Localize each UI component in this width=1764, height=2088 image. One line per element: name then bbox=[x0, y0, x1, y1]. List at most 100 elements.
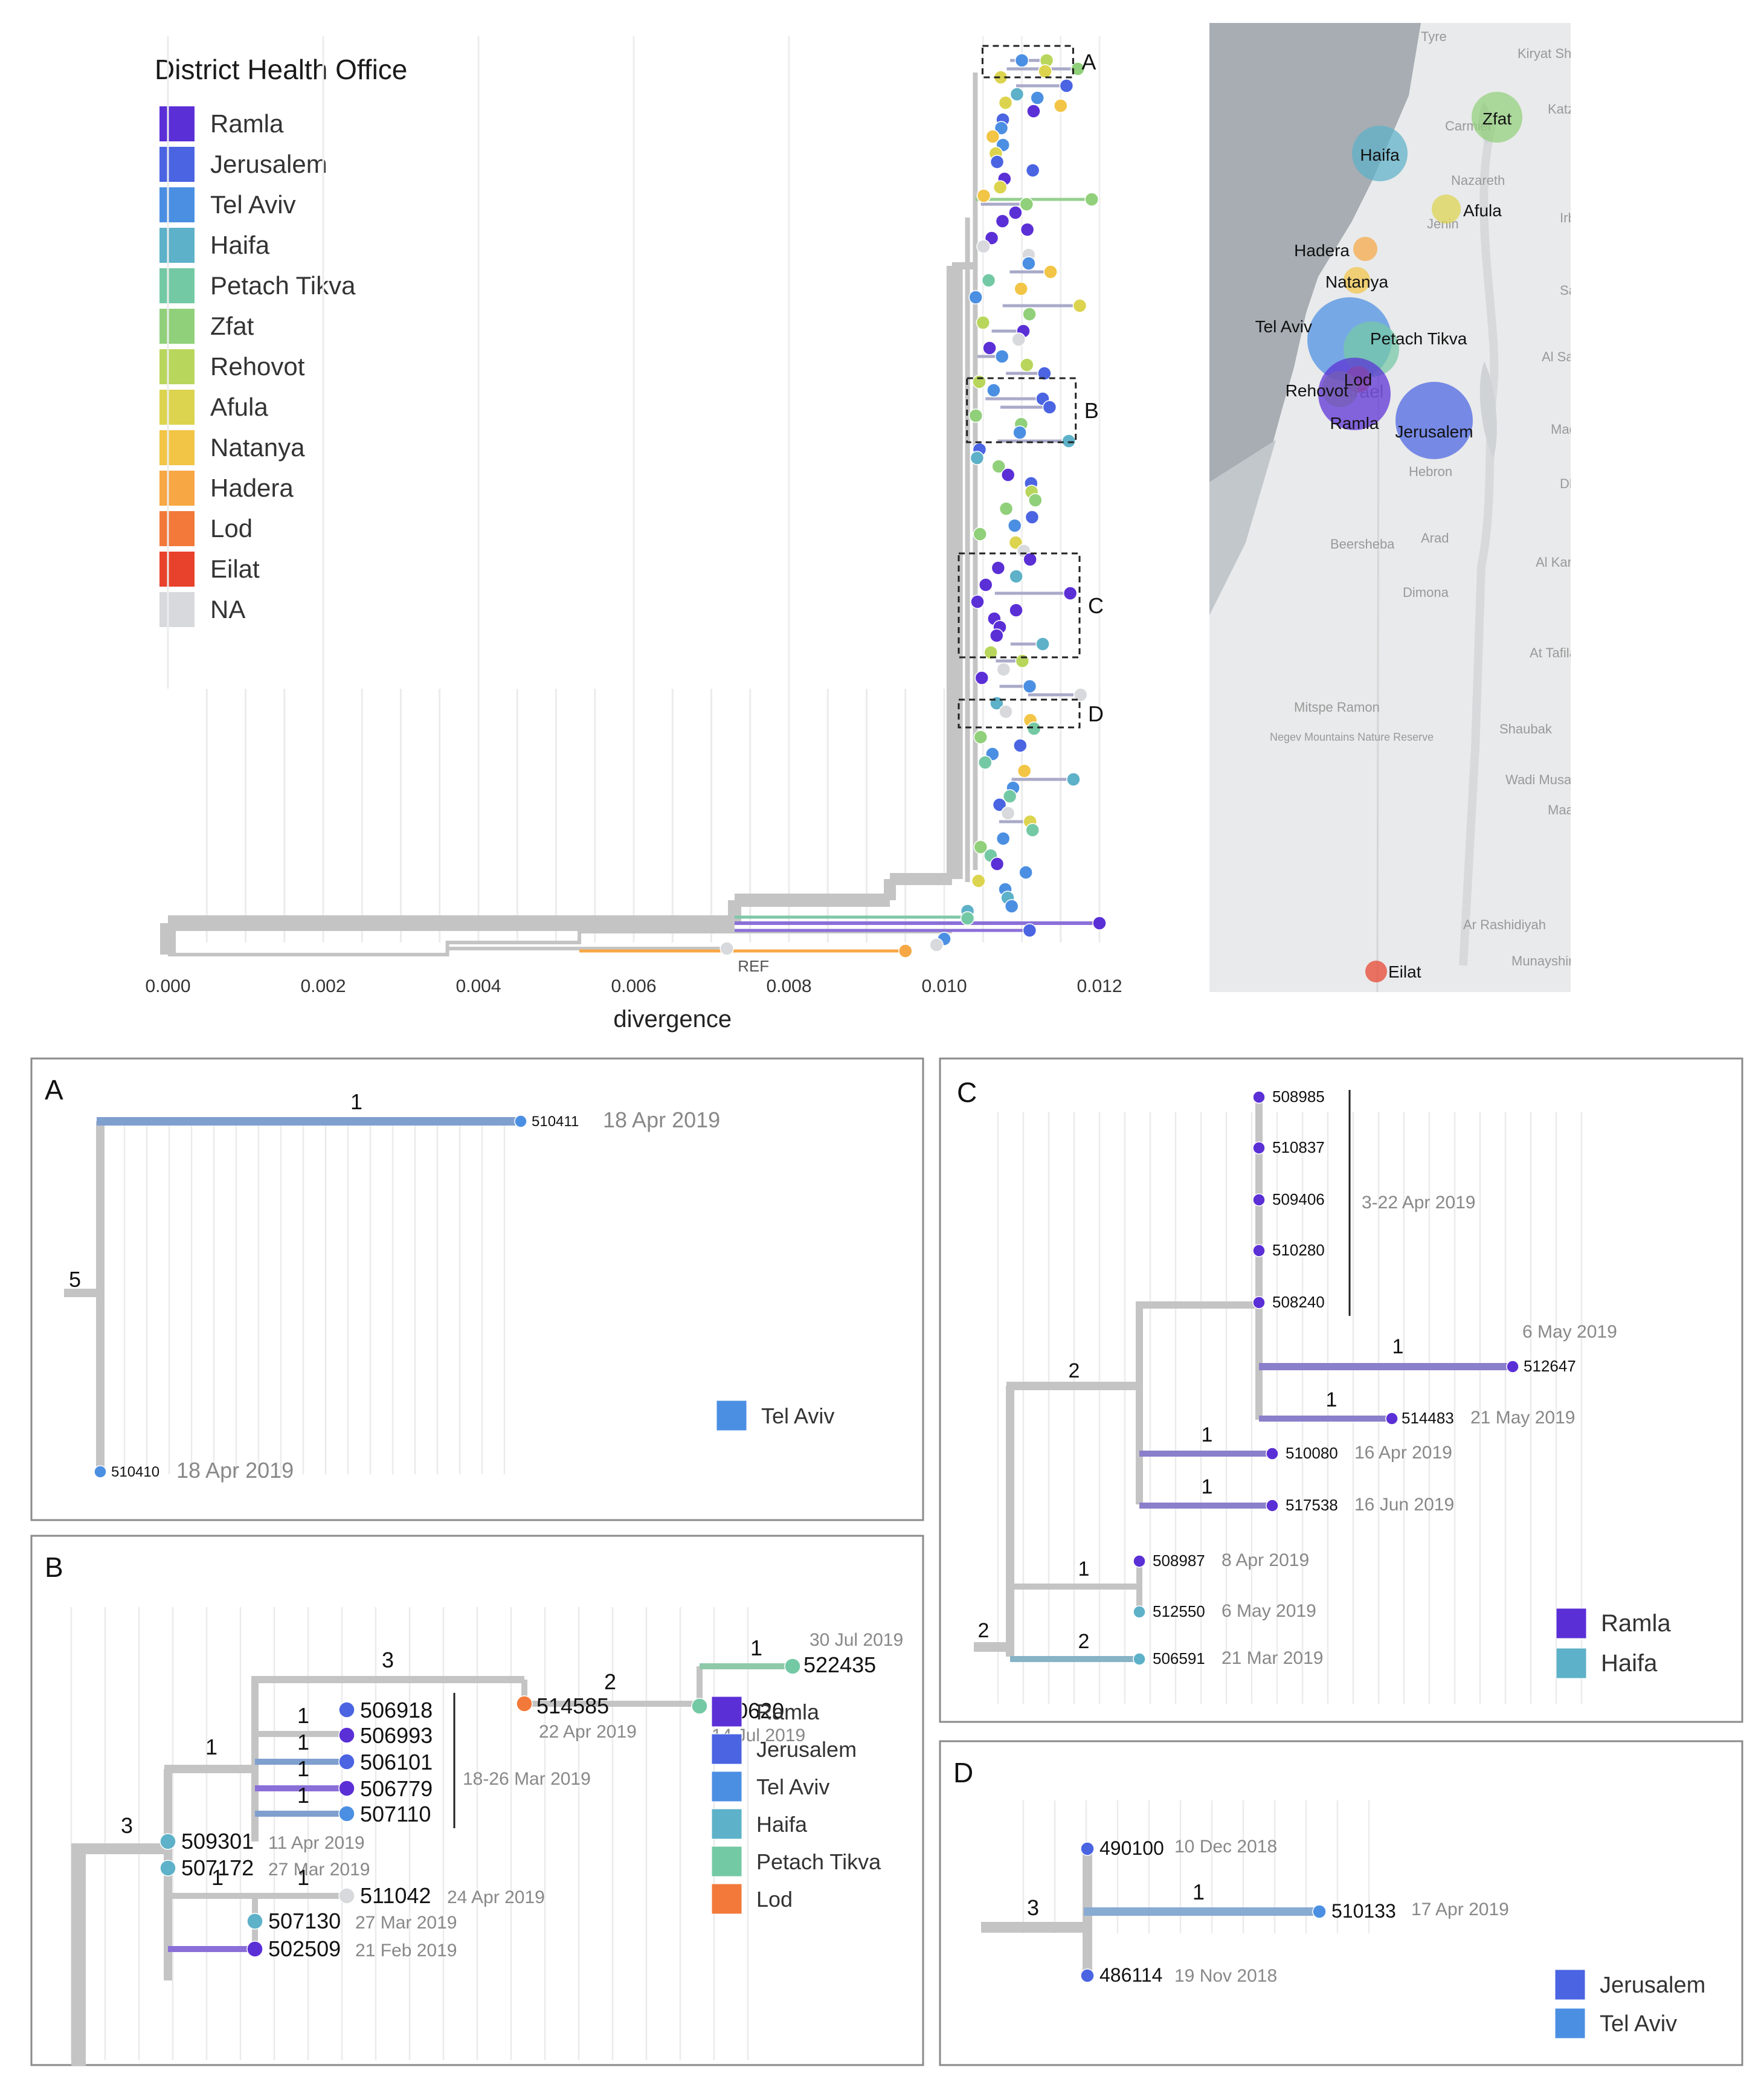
legend-item-hadera: Hadera bbox=[159, 471, 294, 506]
tip-node bbox=[1011, 332, 1026, 347]
leaf-id: 512550 bbox=[1153, 1602, 1205, 1620]
box-letter: A bbox=[1081, 50, 1096, 74]
map-bubble-label: Rehovot bbox=[1286, 381, 1349, 400]
leaf-date: 6 May 2019 bbox=[1522, 1322, 1617, 1342]
leaf-node bbox=[338, 1805, 355, 1822]
map-place-name: Negev Mountains Nature Reserve bbox=[1270, 731, 1434, 743]
leaf-node bbox=[514, 1115, 527, 1128]
legend-label: Ramla bbox=[756, 1700, 820, 1724]
tip-node bbox=[1009, 569, 1023, 584]
leaf-id: 486114 bbox=[1099, 1964, 1162, 1986]
coast-shade bbox=[1209, 440, 1276, 615]
tip-node bbox=[1009, 603, 1023, 617]
legend-item-eilat: Eilat bbox=[159, 552, 260, 587]
tip-node bbox=[993, 180, 1008, 195]
leaf-id: 506993 bbox=[360, 1723, 433, 1748]
map-place-name: At Tafila bbox=[1530, 645, 1571, 660]
tip-node bbox=[999, 501, 1014, 516]
leaf-id: 506779 bbox=[360, 1776, 433, 1801]
leaf-id: 514585 bbox=[536, 1693, 609, 1718]
leaf-date: 18 Apr 2019 bbox=[603, 1107, 720, 1132]
tip-node bbox=[1022, 256, 1036, 271]
leaf-id: 508240 bbox=[1272, 1293, 1325, 1311]
map-bubble bbox=[1365, 961, 1387, 982]
legend-label: NA bbox=[210, 595, 246, 624]
legend-label: Ramla bbox=[210, 109, 284, 138]
leaf-node bbox=[338, 1727, 355, 1744]
legend-swatch bbox=[159, 592, 195, 627]
dashed-box bbox=[958, 698, 1081, 729]
leaf-node bbox=[338, 1753, 355, 1770]
tip-node bbox=[1063, 586, 1078, 601]
leaf-node bbox=[1133, 1605, 1146, 1619]
leaf-date: 21 Mar 2019 bbox=[1222, 1648, 1323, 1668]
legend-swatch bbox=[159, 268, 195, 303]
tip-node bbox=[976, 188, 991, 203]
tip-node bbox=[978, 578, 993, 592]
tip-node bbox=[1025, 163, 1040, 178]
leaf-node bbox=[516, 1695, 533, 1712]
tip-node bbox=[898, 944, 913, 958]
leaf-node bbox=[1385, 1412, 1399, 1425]
tip-node bbox=[1008, 205, 1023, 220]
leaf-date: 24 Apr 2019 bbox=[447, 1887, 545, 1907]
tip-node bbox=[983, 645, 998, 660]
map-place-name: Sakib bbox=[1560, 283, 1571, 298]
legend-title: District Health Office bbox=[155, 54, 408, 85]
map-place-name: Al Karak bbox=[1536, 555, 1571, 570]
map-place-name: Ar Rashidiyah bbox=[1463, 917, 1546, 932]
leaf-id: 511042 bbox=[360, 1883, 431, 1908]
map-bubble-label: Tel Aviv bbox=[1255, 317, 1312, 336]
leaf-node bbox=[1252, 1296, 1266, 1309]
leaf-id: 508987 bbox=[1153, 1552, 1205, 1570]
legend-item-jerusalem: Jerusalem bbox=[159, 147, 327, 182]
branch-support: 2 bbox=[1078, 1630, 1090, 1653]
legend-item-natanya: Natanya bbox=[159, 430, 304, 465]
legend-swatch bbox=[711, 1808, 742, 1840]
branch-support: 3 bbox=[1027, 1895, 1039, 1920]
legend-swatch bbox=[159, 106, 195, 141]
map-bubble-label: Natanya bbox=[1325, 272, 1389, 291]
legend-swatch bbox=[711, 1846, 742, 1877]
legend-swatch bbox=[159, 309, 195, 344]
map-bubble-label: Lod bbox=[1344, 370, 1373, 389]
box-letter: B bbox=[1084, 398, 1099, 423]
tip-node bbox=[990, 155, 1005, 169]
tip-node bbox=[994, 349, 1009, 364]
leaf-id: 507130 bbox=[268, 1909, 341, 1933]
tip-node bbox=[1022, 923, 1037, 938]
map-bubble bbox=[1352, 126, 1408, 181]
dashed-box bbox=[966, 377, 1077, 443]
dead-sea bbox=[1479, 361, 1497, 458]
leaf-node bbox=[159, 1833, 176, 1850]
leaf-node bbox=[784, 1658, 801, 1675]
branch-support: 3 bbox=[121, 1813, 133, 1838]
tip-node bbox=[1026, 721, 1041, 736]
leaf-node bbox=[1252, 1091, 1266, 1104]
leaf-node bbox=[1133, 1555, 1146, 1568]
map-place-name: Mitspe Ramon bbox=[1294, 700, 1380, 715]
map-bubble-label: Petach Tikva bbox=[1370, 329, 1467, 348]
branch-support: 1 bbox=[297, 1756, 309, 1781]
legend-swatch bbox=[1556, 1608, 1587, 1639]
leaf-id: 509301 bbox=[181, 1829, 254, 1854]
leaf-date: 21 Feb 2019 bbox=[355, 1941, 457, 1961]
leaf-date: 27 Mar 2019 bbox=[268, 1860, 370, 1880]
tip-node bbox=[982, 341, 997, 355]
tip-node bbox=[1017, 764, 1032, 778]
legend-swatch bbox=[1554, 1969, 1586, 2000]
tip-node bbox=[1070, 62, 1085, 76]
legend-label: Afula bbox=[210, 393, 268, 421]
legend-label: Zfat bbox=[210, 312, 254, 340]
map-bubble bbox=[1353, 237, 1377, 261]
tip-node bbox=[1014, 282, 1028, 296]
tip-node bbox=[998, 95, 1013, 110]
tip-node bbox=[996, 831, 1011, 846]
leaf-id: 510133 bbox=[1331, 1900, 1396, 1922]
map-bubble-label: Afula bbox=[1463, 201, 1502, 220]
map-place-name: Irbid bbox=[1560, 210, 1571, 225]
